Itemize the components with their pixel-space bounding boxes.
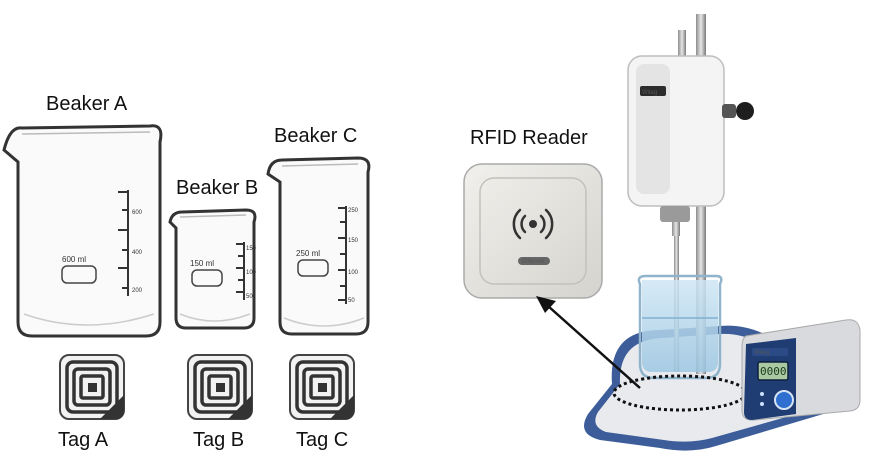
beaker-a-tick-3: 200 (132, 288, 143, 294)
beaker-b-label: Beaker B (176, 177, 258, 199)
tag-a-label: Tag A (58, 429, 109, 451)
stirrer-display (757, 361, 789, 381)
rfid-tag-a-icon (58, 353, 126, 421)
beaker-c-tick-1: 250 (348, 208, 359, 214)
tag-b-label: Tag B (193, 429, 244, 451)
signal-arrow (536, 296, 641, 389)
stirrer-display-value: 0000 (760, 365, 787, 378)
rfid-reader-label: RFID Reader (470, 127, 588, 149)
beaker-a-volume: 600 ml (62, 255, 86, 264)
beaker-b-tick-1: 150 (246, 246, 257, 252)
beaker-c: 250 150 100 50 250 ml (266, 156, 371, 336)
rfid-tag-b-icon (186, 353, 254, 421)
beaker-c-tick-2: 150 (348, 238, 359, 244)
stirrer-stand: Witeg Witeg 0000 (584, 14, 861, 451)
beaker-b-volume: 150 ml (190, 259, 214, 268)
beaker-a: 600 400 200 600 ml (2, 124, 163, 338)
beaker-a-label: Beaker A (46, 93, 128, 115)
beaker-b-tick-3: 50 (246, 294, 253, 300)
beaker-a-tick-2: 400 (132, 250, 143, 256)
beaker-c-tick-3: 100 (348, 270, 359, 276)
reader-brand-badge: Ethernet (522, 259, 545, 265)
control-box-brand: Witeg (754, 350, 769, 356)
speed-knob-icon (736, 102, 754, 120)
beaker-b-tick-2: 100 (246, 270, 257, 276)
wireless-signal-icon (512, 208, 554, 240)
stirrer-head-brand: Witeg (642, 90, 657, 96)
control-dial-icon (774, 390, 794, 410)
beaker-c-label: Beaker C (274, 125, 357, 147)
tag-c-label: Tag C (296, 429, 348, 451)
rfid-tag-c-icon (288, 353, 356, 421)
arrow-head-icon (536, 296, 556, 313)
rfid-reader: Ethernet (463, 163, 603, 299)
beaker-c-tick-4: 50 (348, 298, 355, 304)
beaker-a-tick-1: 600 (132, 210, 143, 216)
beaker-b: 150 100 50 150 ml (168, 208, 257, 330)
beaker-c-volume: 250 ml (296, 249, 320, 258)
